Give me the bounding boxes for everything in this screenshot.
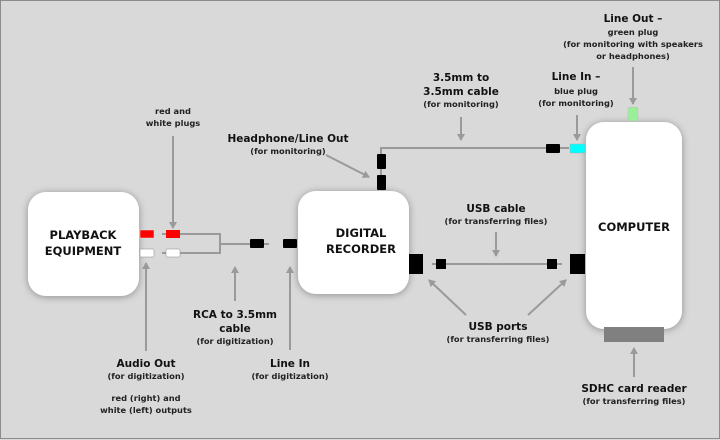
label-red-white-plugs: red and white plugs <box>146 106 201 128</box>
sdhc-title: SDHC card reader <box>581 383 687 395</box>
audio-out-note1: red (right) and <box>111 393 180 403</box>
rca-to-3.5mm-cable <box>139 229 297 258</box>
sdhc-sub: (for transferring files) <box>583 396 686 406</box>
recorder-line-in-jack <box>283 239 297 248</box>
line-in-sub: (for digitization) <box>251 371 328 381</box>
playback-equipment-box <box>28 192 139 296</box>
audio-out-sub: (for digitization) <box>107 371 184 381</box>
sdhc-card-reader-slot <box>604 327 664 342</box>
computer-line-in-blue-jack <box>569 143 586 154</box>
red-rca-plug <box>166 230 180 238</box>
usb-cable-sub: (for transferring files) <box>445 216 548 226</box>
digital-recorder-device: DIGITAL RECORDER <box>298 191 409 294</box>
playback-label-line2: EQUIPMENT <box>45 244 122 258</box>
label-mm-cable: 3.5mm to 3.5mm cable (for monitoring) <box>423 72 499 109</box>
digital-recorder-box <box>298 191 409 294</box>
usb-ports-title: USB ports <box>469 321 528 333</box>
rca-cable-split <box>180 233 221 254</box>
playback-equipment-device: PLAYBACK EQUIPMENT <box>28 192 139 296</box>
label-headphone-out: Headphone/Line Out (for monitoring) <box>227 133 348 156</box>
arrow-headphone-out <box>325 154 370 178</box>
line-in-blue-sub1: blue plug <box>554 86 598 96</box>
label-rca-cable: RCA to 3.5mm cable (for digitization) <box>193 309 277 346</box>
line-out-green-sub3: or headphones) <box>596 51 670 61</box>
line-out-green-title: Line Out – <box>604 13 663 25</box>
arrow-usb-port-computer <box>527 279 567 316</box>
audio-out-note2: white (left) outputs <box>100 405 192 415</box>
usb-cable-title: USB cable <box>466 203 525 215</box>
headphone-out-sub: (for monitoring) <box>250 146 326 156</box>
playback-red-output-jack <box>139 229 155 239</box>
line-in-title: Line In <box>270 358 310 370</box>
computer-label: COMPUTER <box>598 220 670 234</box>
recorder-usb-port <box>409 254 423 274</box>
label-line-in-blue: Line In – blue plug (for monitoring) <box>538 71 614 108</box>
headphone-out-title: Headphone/Line Out <box>227 133 348 145</box>
monitoring-cable-line <box>380 147 546 154</box>
rca-cable-3.5mm-plug <box>250 239 264 248</box>
arrow-usb-port-recorder <box>428 279 467 316</box>
line-out-green-sub2: (for monitoring with speakers <box>563 39 703 49</box>
computer-line-out-green-jack <box>627 106 639 122</box>
rca-cable-title-line2: cable <box>219 323 251 335</box>
label-usb-cable: USB cable (for transferring files) <box>445 203 548 226</box>
computer-device: COMPUTER <box>586 122 682 342</box>
recorder-label-line1: DIGITAL <box>336 226 387 240</box>
recorder-label-line2: RECORDER <box>326 242 396 256</box>
label-line-in: Line In (for digitization) <box>251 358 328 381</box>
label-line-out-green: Line Out – green plug (for monitoring wi… <box>563 13 703 61</box>
rca-cable-sub: (for digitization) <box>196 336 273 346</box>
white-rca-plug <box>165 248 181 258</box>
line-out-green-sub1: green plug <box>608 27 659 37</box>
usb-cable <box>409 254 585 274</box>
mm-cable-title-line1: 3.5mm to <box>433 72 489 84</box>
label-usb-ports: USB ports (for transferring files) <box>447 321 550 344</box>
computer-usb-port <box>570 254 585 274</box>
computer-end-3.5mm-plug <box>546 144 560 153</box>
red-white-plugs-line2: white plugs <box>146 118 201 128</box>
label-sdhc: SDHC card reader (for transferring files… <box>581 383 687 406</box>
headphone-3.5mm-plug <box>377 154 386 169</box>
recorder-headphone-out-jack <box>377 175 386 190</box>
computer-box <box>586 122 682 329</box>
line-in-blue-title: Line In – <box>552 71 601 83</box>
playback-white-output-jack <box>139 248 155 258</box>
audio-out-title: Audio Out <box>116 358 175 370</box>
usb-ports-sub: (for transferring files) <box>447 334 550 344</box>
usb-plug-right <box>547 259 557 269</box>
red-white-plugs-line1: red and <box>155 106 191 116</box>
3.5mm-monitoring-cable <box>377 106 639 190</box>
label-audio-out: Audio Out (for digitization) red (right)… <box>100 358 192 415</box>
mm-cable-sub: (for monitoring) <box>423 99 499 109</box>
usb-plug-left <box>436 259 446 269</box>
playback-label-line1: PLAYBACK <box>50 228 118 242</box>
line-in-blue-sub2: (for monitoring) <box>538 98 614 108</box>
rca-cable-title-line1: RCA to 3.5mm <box>193 309 277 321</box>
mm-cable-title-line2: 3.5mm cable <box>423 86 499 98</box>
